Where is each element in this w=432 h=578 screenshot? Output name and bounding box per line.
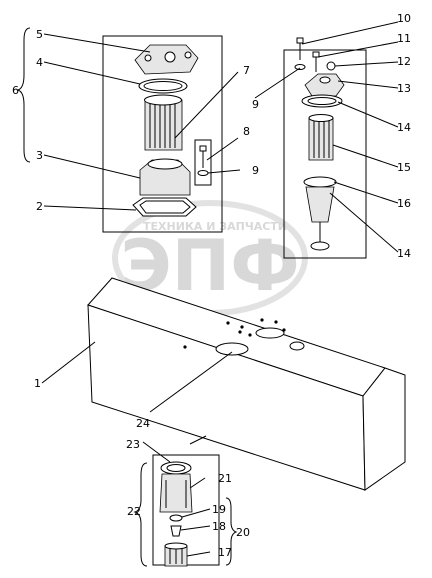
- callout-21: 21: [218, 472, 232, 485]
- tank-port-1: [215, 342, 249, 356]
- cap-top: [160, 461, 192, 475]
- callout-10: 10: [397, 12, 411, 25]
- filter-assembly-frame: [102, 35, 223, 233]
- tank-port-3: [289, 341, 305, 351]
- sender-ring: [303, 176, 337, 188]
- callout-15: 15: [397, 161, 411, 174]
- callout-23: 23: [126, 438, 140, 451]
- callout-19: 19: [212, 503, 226, 516]
- callout-8: 8: [243, 125, 250, 138]
- sender-body: [305, 186, 335, 223]
- callout-6: 6: [12, 84, 19, 97]
- sender-assembly: [294, 37, 345, 251]
- sender-assembly-frame: [283, 49, 367, 259]
- watermark-brand: ТЕХНИКА И ЗАПЧАСТИ: [143, 220, 287, 233]
- callout-18: 18: [212, 520, 226, 533]
- tank-port-2: [255, 327, 285, 339]
- filler-neck-mark: [189, 435, 207, 445]
- callout-4: 4: [36, 56, 43, 69]
- callout-14-upper: 14: [397, 121, 411, 134]
- leader-lines: [41, 21, 399, 557]
- filter-assembly: [132, 44, 212, 217]
- sender-gasket: [301, 94, 343, 108]
- tank-end: [362, 367, 406, 491]
- cap-valve: [170, 525, 182, 537]
- filter-element: [144, 99, 183, 151]
- callout-20: 20: [236, 526, 250, 539]
- callout-16: 16: [397, 197, 411, 210]
- cap-assembly: [159, 461, 193, 567]
- callout-9-right: 9: [252, 98, 259, 111]
- bracket-6: [16, 27, 31, 163]
- callout-9-left: 9: [252, 164, 259, 177]
- callout-24: 24: [136, 417, 150, 430]
- callout-3: 3: [36, 149, 43, 162]
- callout-13: 13: [397, 82, 411, 95]
- callout-22: 22: [127, 505, 141, 518]
- cap-body: [159, 473, 193, 513]
- callout-labels: 5 4 6 3 2 7 8 9 9 10 11 12 13 14 15 16 1…: [12, 12, 411, 559]
- callout-14-lower: 14: [397, 247, 411, 260]
- fuel-tank: [87, 277, 406, 491]
- filter-housing: [139, 159, 191, 196]
- callout-1: 1: [34, 377, 41, 390]
- sender-float: [310, 241, 330, 251]
- cap-ring: [169, 514, 183, 522]
- filter-gasket: [132, 197, 197, 217]
- callout-12: 12: [397, 55, 411, 68]
- callout-11: 11: [397, 32, 411, 45]
- callout-2: 2: [36, 200, 43, 213]
- bracket-22: [133, 462, 148, 567]
- callout-7: 7: [243, 64, 250, 77]
- callout-17: 17: [218, 546, 232, 559]
- callout-5: 5: [36, 28, 43, 41]
- bracket-20: [225, 497, 238, 566]
